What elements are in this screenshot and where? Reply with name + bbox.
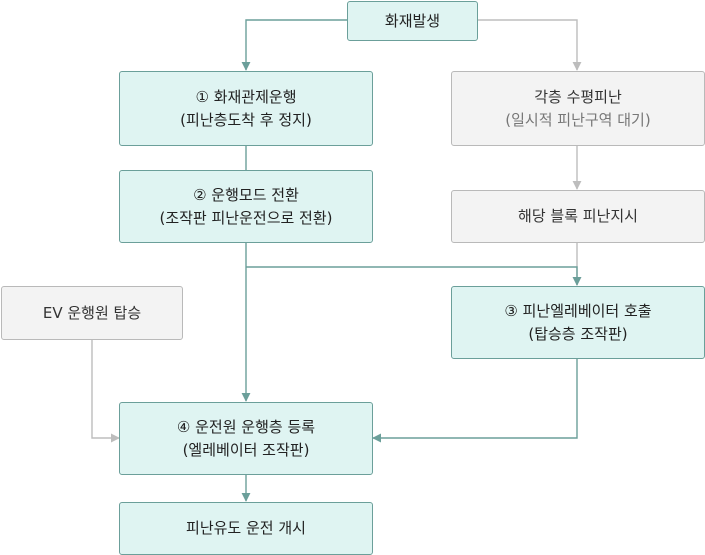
ev-operator-box: EV 운행원 탑승 — [1, 286, 183, 340]
horizontal-evacuation-subtitle: (일시적 피난구역 대기) — [505, 110, 651, 129]
step2-title: ② 운행모드 전환 — [193, 185, 299, 204]
block-evacuation-label: 해당 블록 피난지시 — [518, 207, 638, 225]
final-box: 피난유도 운전 개시 — [119, 502, 373, 555]
step3-title: ③ 피난엘레베이터 호출 — [504, 301, 652, 320]
step1-subtitle: (피난층도착 후 정지) — [180, 110, 312, 129]
step3-box: ③ 피난엘레베이터 호출 (탑승층 조작판) — [451, 286, 705, 359]
connector-step2-to-step3 — [246, 266, 582, 286]
connector-fire-to-horizontal — [478, 19, 582, 71]
horizontal-evacuation-box: 각층 수평피난 (일시적 피난구역 대기) — [451, 71, 705, 146]
block-evacuation-box: 해당 블록 피난지시 — [451, 190, 705, 243]
fire-start-label: 화재발생 — [384, 11, 441, 30]
final-label: 피난유도 운전 개시 — [186, 519, 306, 537]
horizontal-evacuation-title: 각층 수평피난 — [534, 87, 622, 106]
step2-box: ② 운행모드 전환 (조작판 피난운전으로 전환) — [119, 170, 373, 243]
step3-subtitle: (탑승층 조작판) — [528, 324, 628, 343]
step1-title: ① 화재관제운행 — [195, 87, 297, 106]
step1-box: ① 화재관제운행 (피난층도착 후 정지) — [119, 71, 373, 146]
step4-title: ④ 운전원 운행층 등록 — [176, 417, 316, 436]
step4-box: ④ 운전원 운행층 등록 (엘레베이터 조작판) — [119, 402, 373, 475]
ev-operator-label: EV 운행원 탑승 — [42, 303, 142, 322]
connector-step3-to-step4 — [372, 359, 578, 443]
step4-subtitle: (엘레베이터 조작판) — [182, 440, 310, 459]
step2-subtitle: (조작판 피난운전으로 전환) — [159, 208, 333, 227]
fire-start-box: 화재발생 — [347, 1, 478, 41]
connector-fire-to-step1 — [241, 19, 347, 71]
connector-ev-to-step4 — [91, 340, 120, 443]
